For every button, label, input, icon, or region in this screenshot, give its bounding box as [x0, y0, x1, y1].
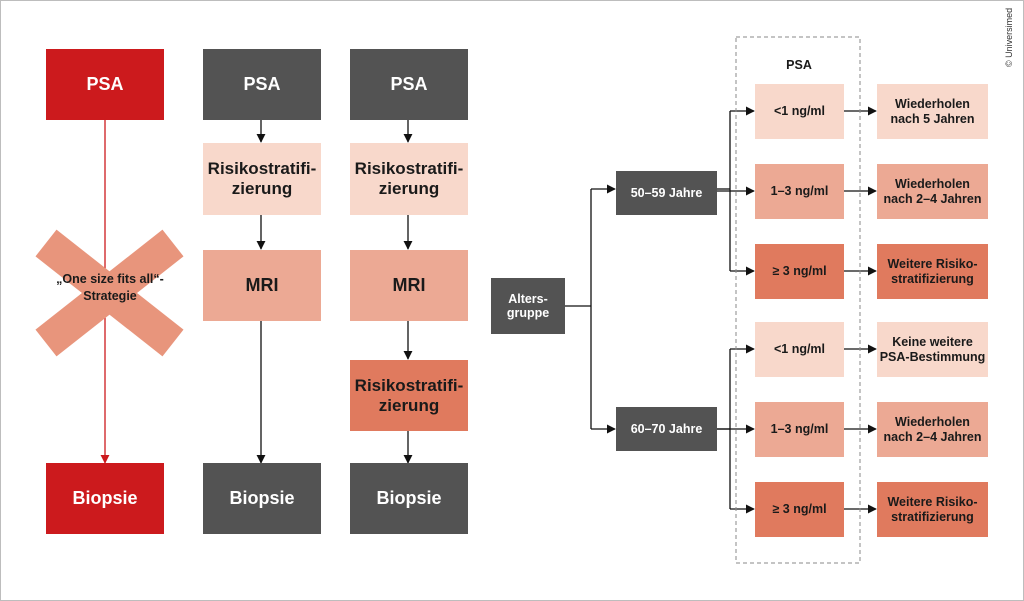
- age-group-label: Alters- gruppe: [506, 291, 550, 320]
- g1-psa-label-3: ≥ 3 ng/ml: [772, 264, 827, 279]
- c3-risk-box: Risikostratifi- zierung: [350, 143, 468, 215]
- c3-biopsie-box: Biopsie: [350, 463, 468, 534]
- g1-action-label-1: Wiederholen nach 5 Jahren: [890, 97, 975, 126]
- g1-psa-box-1: <1 ng/ml: [755, 84, 844, 139]
- g1-psa-label-2: 1–3 ng/ml: [770, 184, 829, 199]
- c2-risk-box: Risikostratifi- zierung: [203, 143, 321, 215]
- c2-biopsie-box: Biopsie: [203, 463, 321, 534]
- g1-action-label-2: Wiederholen nach 2–4 Jahren: [883, 177, 982, 206]
- age-branch-lines: [565, 184, 616, 434]
- g1-action-box-3: Weitere Risiko- stratifizierung: [877, 244, 988, 299]
- g2-psa-box-3: ≥ 3 ng/ml: [755, 482, 844, 537]
- cross-x-mark: [35, 229, 184, 357]
- c2-psa-box: PSA: [203, 49, 321, 120]
- g1-psa-label-1: <1 ng/ml: [773, 104, 826, 119]
- g2-psa-box-2: 1–3 ng/ml: [755, 402, 844, 457]
- c1-biopsie-label: Biopsie: [72, 488, 138, 509]
- g2-action-box-1: Keine weitere PSA-Bestimmung: [877, 322, 988, 377]
- c2-psa-label: PSA: [243, 74, 281, 95]
- g2-action-box-2: Wiederholen nach 2–4 Jahren: [877, 402, 988, 457]
- c3-psa-box: PSA: [350, 49, 468, 120]
- c3-risk2-label: Risikostratifi- zierung: [354, 375, 464, 415]
- age-box-60-70: 60–70 Jahre: [616, 407, 717, 451]
- psa-header: PSA: [786, 58, 812, 72]
- c1-biopsie-box: Biopsie: [46, 463, 164, 534]
- g2-action-label-1: Keine weitere PSA-Bestimmung: [879, 335, 986, 364]
- group2-branch-lines: [717, 344, 877, 514]
- c3-mri-box: MRI: [350, 250, 468, 321]
- c2-biopsie-label: Biopsie: [229, 488, 295, 509]
- g2-psa-label-1: <1 ng/ml: [773, 342, 826, 357]
- g1-psa-box-2: 1–3 ng/ml: [755, 164, 844, 219]
- g1-psa-box-3: ≥ 3 ng/ml: [755, 244, 844, 299]
- g2-psa-label-3: ≥ 3 ng/ml: [772, 502, 827, 517]
- c2-risk-label: Risikostratifi- zierung: [207, 159, 317, 198]
- g2-action-box-3: Weitere Risiko- stratifizierung: [877, 482, 988, 537]
- c2-mri-box: MRI: [203, 250, 321, 321]
- c1-psa-label: PSA: [86, 74, 124, 95]
- c1-psa-box: PSA: [46, 49, 164, 120]
- age-box-50-59: 50–59 Jahre: [616, 171, 717, 215]
- one-size-fits-all-label: „One size fits all“- Strategie: [56, 272, 164, 303]
- age-group-box: Alters- gruppe: [491, 278, 565, 334]
- g1-action-box-1: Wiederholen nach 5 Jahren: [877, 84, 988, 139]
- c3-risk-label: Risikostratifi- zierung: [354, 159, 464, 198]
- c3-mri-label: MRI: [392, 275, 426, 296]
- g1-action-box-2: Wiederholen nach 2–4 Jahren: [877, 164, 988, 219]
- c3-psa-label: PSA: [390, 74, 428, 95]
- g2-psa-box-1: <1 ng/ml: [755, 322, 844, 377]
- c2-mri-label: MRI: [245, 275, 279, 296]
- age-label-50-59: 50–59 Jahre: [630, 185, 703, 200]
- g2-action-label-3: Weitere Risiko- stratifizierung: [887, 495, 978, 524]
- g2-action-label-2: Wiederholen nach 2–4 Jahren: [883, 415, 982, 444]
- g2-psa-label-2: 1–3 ng/ml: [770, 422, 829, 437]
- age-label-60-70: 60–70 Jahre: [630, 421, 703, 436]
- copyright-label: © Universimed: [1004, 7, 1014, 67]
- c3-biopsie-label: Biopsie: [376, 488, 442, 509]
- c3-risk2-box: Risikostratifi- zierung: [350, 360, 468, 431]
- g1-action-label-3: Weitere Risiko- stratifizierung: [887, 257, 978, 286]
- psa-dashed-frame: [735, 36, 861, 564]
